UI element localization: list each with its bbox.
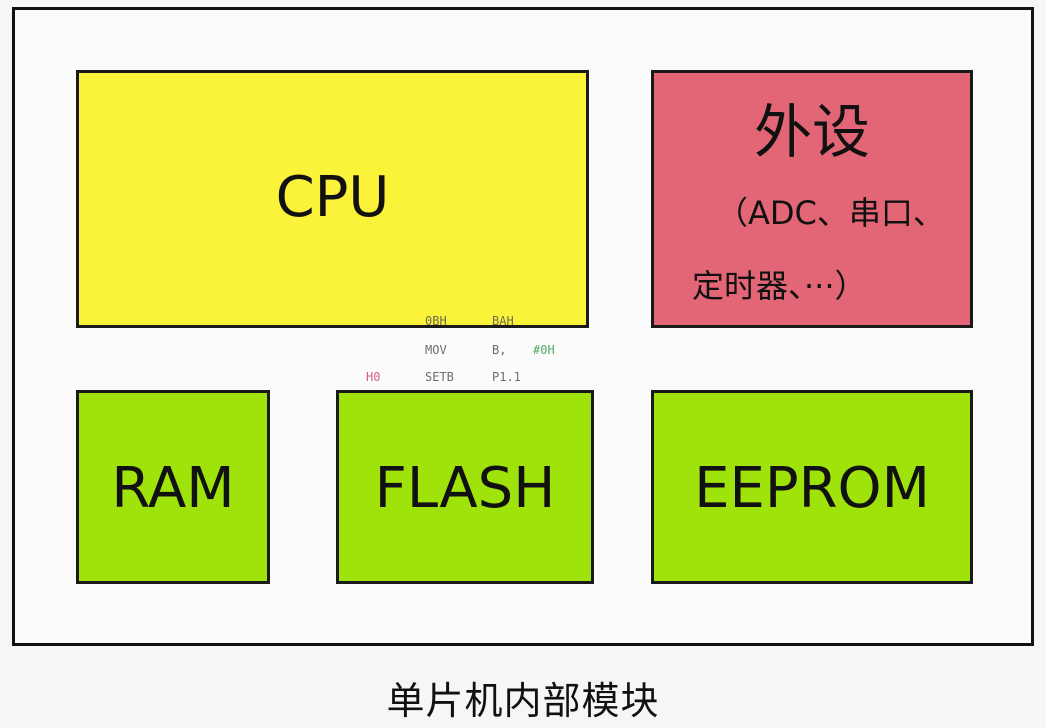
flash-block: FLASH (336, 390, 594, 584)
ram-label: RAM (111, 455, 235, 521)
cpu-label: CPU (275, 164, 390, 230)
code-r2c2: B, (492, 343, 507, 357)
peripheral-detail-line2: 定时器、···） (692, 267, 867, 305)
flash-label: FLASH (374, 455, 556, 521)
code-r3c0: H0 (366, 370, 381, 384)
code-r2c1: MOV (425, 343, 447, 357)
peripheral-title: 外设 (753, 98, 870, 166)
code-r2c3: #0H (533, 343, 555, 357)
peripheral-detail-line1: （ADC、串口、 (716, 194, 945, 232)
ram-block: RAM (76, 390, 270, 584)
peripheral-block: 外设 （ADC、串口、 定时器、···） (651, 70, 973, 328)
code-r3c1: SETB (425, 370, 454, 384)
code-r1c2: BAH (492, 314, 514, 328)
code-r3c2: P1.1 (492, 370, 521, 384)
cpu-block: CPU (76, 70, 589, 328)
code-r1c1: 0BH (425, 314, 447, 328)
diagram-caption: 单片机内部模块 (386, 679, 660, 723)
eeprom-block: EEPROM (651, 390, 973, 584)
eeprom-label: EEPROM (694, 455, 930, 521)
